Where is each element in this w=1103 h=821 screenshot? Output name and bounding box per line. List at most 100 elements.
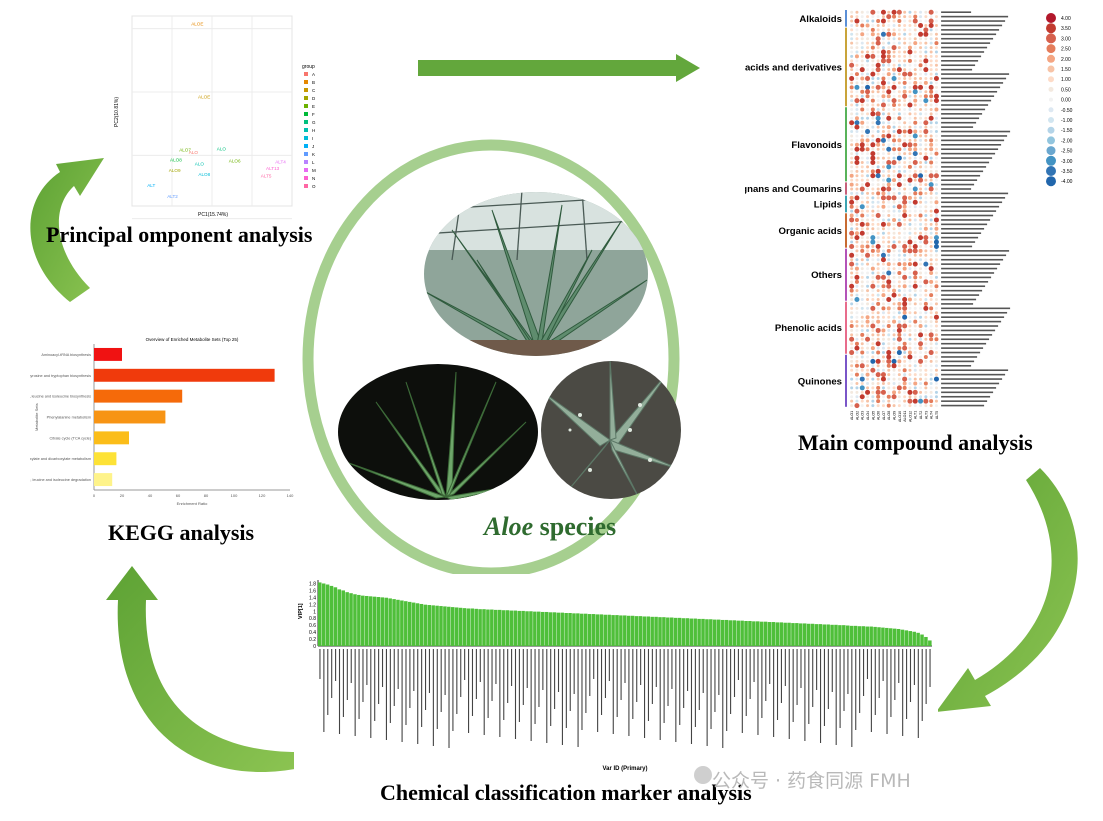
heatmap-cell [897, 169, 901, 173]
heatmap-cell [934, 289, 938, 293]
kegg-bar [94, 389, 183, 403]
heatmap-cell [919, 59, 923, 63]
heatmap-cell [928, 186, 934, 192]
vip-var-name [769, 649, 771, 684]
heatmap-cell [866, 293, 870, 297]
heatmap-cell [865, 372, 870, 377]
pca-point-label: ALO9 [169, 168, 181, 173]
heatmap-cell [929, 404, 933, 408]
heatmap-cell [908, 85, 912, 89]
vip-bar [533, 611, 537, 646]
heatmap-cell [897, 332, 902, 337]
heatmap-column-label: ALT1 [914, 411, 918, 419]
heatmap-cell [913, 231, 917, 235]
heatmap-cell [866, 364, 870, 368]
heatmap-cell [876, 350, 881, 355]
heatmap-cell [866, 328, 870, 332]
heatmap-cell [934, 116, 938, 120]
heatmap-cell [855, 112, 859, 116]
heatmap-cell [876, 54, 880, 58]
heatmap-cell [929, 160, 934, 165]
heatmap-cell [860, 373, 864, 377]
heatmap-cell [897, 404, 901, 408]
heatmap-cell [908, 156, 912, 160]
heatmap-cell [912, 270, 918, 276]
heatmap-cell [855, 37, 859, 41]
heatmap-cell [886, 306, 891, 311]
vip-bar [830, 624, 834, 646]
heatmap-cell [855, 302, 859, 306]
vip-var-name [816, 649, 818, 690]
kegg-category-label: Valine, leucine and isoleucine degradati… [30, 478, 91, 482]
heatmap-cell [870, 239, 876, 245]
heatmap-cell [919, 293, 923, 297]
heatmap-cell [876, 218, 880, 222]
heatmap-scale-label: -3.50 [1061, 169, 1073, 175]
vip-var-name [835, 649, 837, 745]
vip-bar [497, 609, 502, 646]
vip-var-name [471, 649, 474, 716]
heatmap-cell [866, 399, 870, 403]
heatmap-cell [849, 195, 854, 200]
heatmap-cell [934, 10, 938, 14]
heatmap-cell [892, 373, 896, 377]
heatmap-cell [929, 311, 933, 315]
heatmap-scale-label: 4.00 [1061, 16, 1071, 22]
heatmap-cell [929, 289, 933, 293]
heatmap-cell [929, 54, 933, 58]
heatmap-cell [860, 342, 864, 346]
heatmap-cell [897, 258, 901, 262]
vip-bar [325, 584, 330, 646]
heatmap-cell [854, 266, 859, 271]
heatmap-cell [860, 76, 865, 81]
heatmap-scale-label: 3.00 [1061, 36, 1071, 42]
heatmap-cell [924, 298, 928, 302]
heatmap-cell [896, 182, 902, 188]
heatmap-cell [892, 121, 896, 125]
heatmap-cell [860, 156, 864, 160]
heatmap-cell [876, 284, 880, 288]
heatmap-cell [924, 125, 928, 129]
heatmap-scale-label: -4.00 [1061, 179, 1073, 185]
heatmap-cell [876, 298, 880, 302]
heatmap-cell [919, 377, 923, 381]
vip-ylabel: VIP[1] [298, 603, 304, 619]
kegg-x-tick: 80 [204, 493, 209, 498]
vip-var-name [784, 649, 786, 686]
heatmap-cell [891, 243, 897, 249]
heatmap-cell [881, 191, 886, 196]
heatmap-cell [913, 315, 917, 319]
heatmap-cell [880, 257, 886, 263]
vip-bar [877, 627, 881, 646]
heatmap-cell [855, 169, 859, 173]
heatmap-cell [871, 15, 875, 19]
vip-var-name [741, 649, 743, 733]
heatmap-cell [924, 134, 928, 138]
heatmap-cell [913, 54, 917, 58]
heatmap-cell [903, 147, 907, 151]
heatmap-cell [896, 327, 902, 333]
heatmap-cell [908, 187, 912, 191]
heatmap-cell [881, 37, 885, 41]
heatmap-cell [924, 364, 928, 368]
heatmap-cell [855, 240, 859, 244]
vip-bar [818, 624, 823, 646]
heatmap-cell [908, 227, 912, 231]
heatmap-cell [908, 121, 912, 125]
heatmap-cell [913, 311, 917, 315]
heatmap-cell [897, 107, 901, 111]
vip-var-name [421, 649, 423, 727]
heatmap-row-name [941, 219, 991, 221]
vip-var-name [726, 649, 728, 731]
vip-bar [478, 609, 482, 646]
heatmap-category-bar [845, 195, 847, 213]
heatmap-cell [875, 120, 881, 126]
kegg-x-tick: 40 [148, 493, 153, 498]
heatmap-cell [934, 364, 938, 368]
heatmap-cell [924, 289, 928, 293]
vip-bar [349, 593, 353, 646]
heatmap-cell [876, 337, 880, 341]
heatmap-cell [903, 37, 907, 41]
heatmap-cell [887, 320, 891, 324]
vip-bar [728, 620, 733, 646]
